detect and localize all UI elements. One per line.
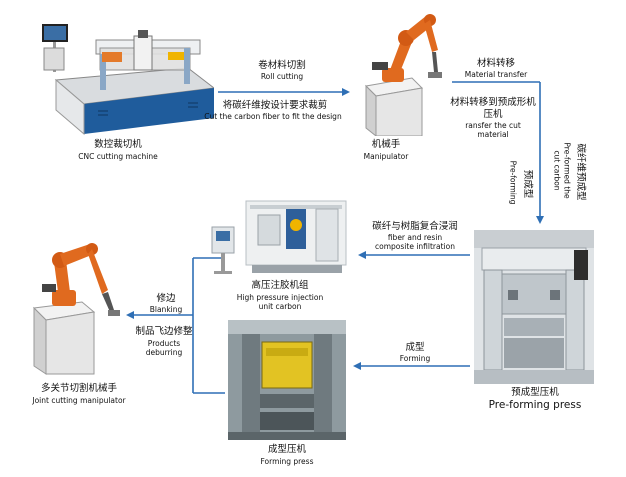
injection-label-en-2: unit carbon: [258, 302, 302, 311]
preforming-vertical-en: Pre-forming: [508, 160, 518, 205]
deburring-en-2: deburring: [145, 348, 183, 357]
blanking-zh: 修边: [156, 293, 176, 304]
cnc-label-en: CNC cutting machine: [78, 152, 158, 161]
infiltration-zh: 碳纤与树脂复合浸润: [372, 221, 458, 232]
preform-cut-carbon-en-2: cut carbon: [552, 150, 562, 191]
manipulator-image: [364, 14, 442, 136]
infiltration-en-1: fiber and resin: [387, 233, 443, 242]
forming-press-image: [228, 320, 346, 440]
preforming-press-image: [474, 230, 594, 384]
forming-press-label-zh: 成型压机: [267, 444, 306, 455]
manipulator-label-zh: 机械手: [371, 139, 401, 150]
deburring-en-1: Products: [147, 339, 181, 348]
preforming-vertical-zh: 预成型: [522, 169, 533, 199]
cut-fiber-zh: 将碳纤维按设计要求裁剪: [222, 100, 328, 111]
injection-label-zh: 高压注胶机组: [251, 280, 309, 291]
roll-cutting-zh: 卷材料切割: [258, 60, 306, 71]
material-transfer-en: Material transfer: [464, 70, 528, 79]
preforming-press-label-en: Pre-forming press: [488, 399, 582, 411]
cnc-label-zh: 数控裁切机: [94, 139, 142, 150]
forming-zh: 成型: [405, 342, 425, 353]
preform-cut-carbon-zh: 碳纤维预成型: [575, 143, 586, 201]
joint-robot-label-zh: 多关节切割机械手: [40, 383, 117, 394]
injection-unit-image: [211, 200, 347, 274]
blanking-en: Blanking: [149, 305, 183, 314]
preform-cut-carbon-en-1: Pre-formed the: [562, 142, 572, 199]
deburring-zh: 制品飞边修整: [135, 326, 193, 337]
transfer-to-press-en-2: material: [477, 130, 509, 139]
transfer-to-press-zh-2: 压机: [483, 109, 503, 120]
cut-fiber-en: Cut the carbon fiber to fit the design: [204, 112, 342, 121]
preforming-press-label-zh: 预成型压机: [511, 387, 559, 398]
cnc-machine-image: [42, 24, 214, 136]
manipulator-label-en: Manipulator: [363, 152, 409, 161]
material-transfer-zh: 材料转移: [476, 58, 515, 69]
infiltration-en-2: composite infiltration: [375, 242, 455, 251]
forming-en: Forming: [399, 354, 431, 363]
injection-label-en-1: High pressure injection: [236, 293, 324, 302]
roll-cutting-en: Roll cutting: [260, 72, 304, 81]
joint-robot-label-en: Joint cutting manipulator: [32, 396, 126, 405]
transfer-to-press-en-1: ransfer the cut: [465, 121, 521, 130]
forming-press-label-en: Forming press: [260, 457, 314, 466]
joint-robot-image: [32, 243, 120, 375]
transfer-to-press-zh-1: 材料转移到预成形机: [450, 97, 536, 108]
